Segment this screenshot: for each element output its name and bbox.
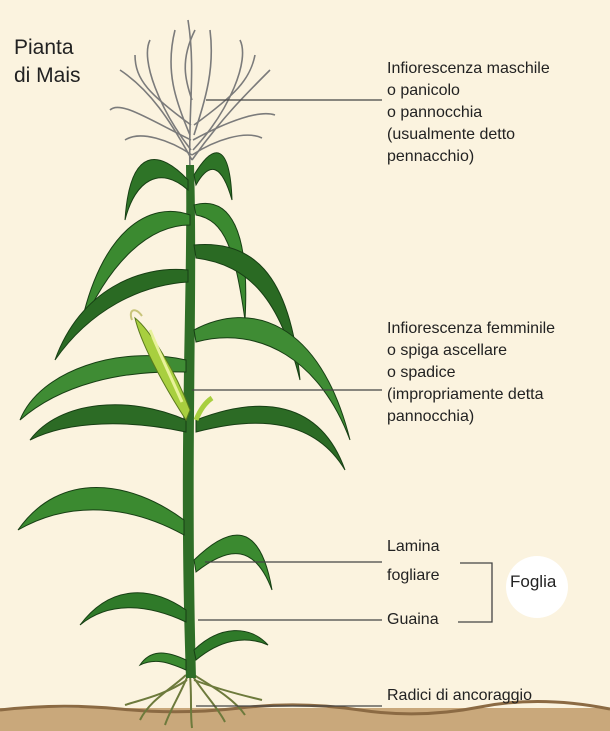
foglia-bracket	[458, 563, 492, 622]
leaves	[18, 159, 190, 670]
guaina-label: Guaina	[387, 609, 439, 631]
title-line-2: di Mais	[14, 62, 81, 90]
title-line-1: Pianta	[14, 34, 81, 62]
female-inflorescence-label: Infiorescenza femminile o spiga ascellar…	[387, 318, 555, 428]
page-title: Pianta di Mais	[14, 34, 81, 90]
tassel	[110, 20, 275, 170]
radici-label: Radici di ancoraggio	[387, 685, 532, 707]
lamina-label-line-2: fogliare	[387, 565, 439, 587]
soil	[0, 708, 610, 731]
foglia-label: Foglia	[510, 572, 556, 592]
leader-lines	[192, 100, 382, 706]
lamina-label-line-1: Lamina	[387, 536, 439, 558]
male-inflorescence-label: Infiorescenza maschile o panicolo o pann…	[387, 58, 550, 168]
leaves-right	[194, 153, 350, 660]
